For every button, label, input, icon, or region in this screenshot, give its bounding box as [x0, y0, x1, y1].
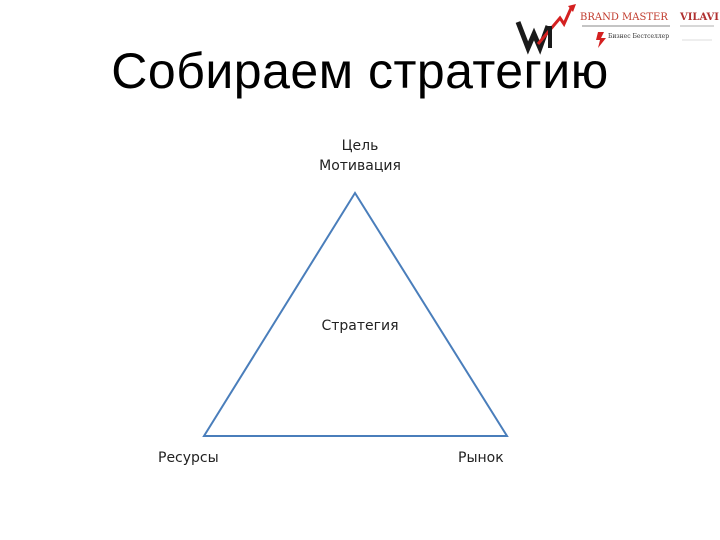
- business-bestseller-logo-icon: [596, 32, 606, 48]
- market-label: Рынок: [458, 450, 504, 466]
- wi-arrow-logo-icon: [515, 4, 576, 55]
- goal-motivation-label: Цель Мотивация: [300, 136, 420, 176]
- brand-master-logo: BRAND MASTER: [580, 12, 668, 23]
- vilavi-logo: VILAVI: [679, 12, 719, 23]
- goal-label: Цель: [341, 138, 379, 154]
- slide-title: Собираем стратегию: [111, 43, 609, 99]
- triangle-outline: [202, 191, 509, 437]
- motivation-label: Мотивация: [319, 158, 401, 174]
- resources-label: Ресурсы: [158, 450, 219, 466]
- strategy-label: Стратегия: [321, 318, 399, 334]
- business-bestseller-text: Бизнес Бестселлер: [608, 33, 669, 40]
- partner-logos: BRAND MASTER Бизнес Бестселлер VILAVI: [515, 4, 719, 55]
